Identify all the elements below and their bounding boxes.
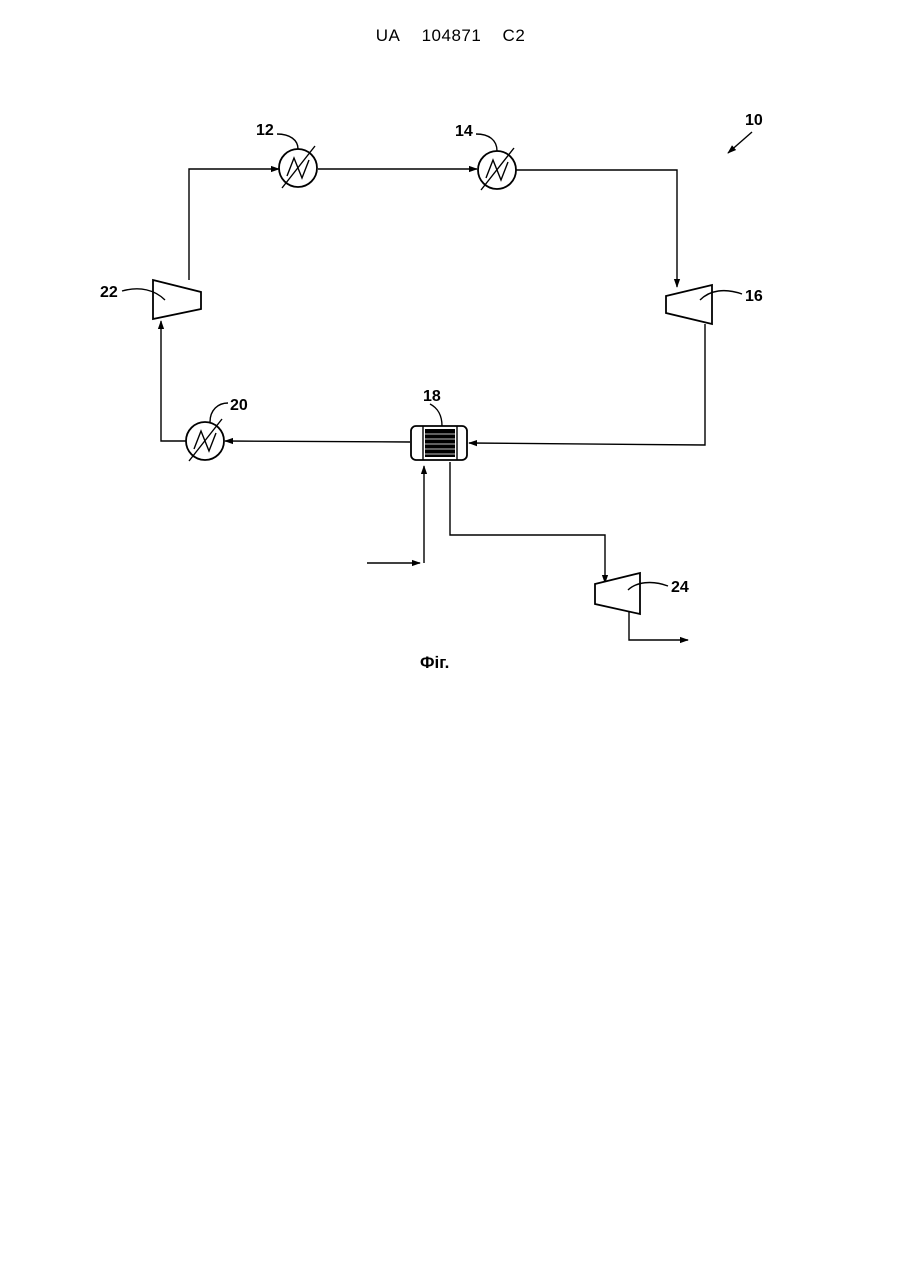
label-20: 20 (230, 397, 248, 414)
label-22: 22 (100, 284, 118, 301)
turbine-24-icon (595, 573, 640, 614)
system-10-pointer (728, 132, 752, 153)
label-16: 16 (745, 288, 763, 305)
heat-exchanger-14-icon (478, 148, 516, 190)
flow-line-18-to-24 (450, 462, 605, 583)
flow-line-18-to-20 (225, 441, 410, 442)
leader-line-18 (430, 404, 442, 426)
flow-line-22-to-12 (189, 169, 279, 280)
heat-exchanger-12-icon (279, 146, 317, 188)
flow-line-16-to-18 (469, 324, 705, 445)
label-10: 10 (745, 112, 763, 129)
compressor-22-icon (153, 280, 201, 319)
label-18: 18 (423, 388, 441, 405)
heat-exchanger-18-icon (411, 426, 467, 460)
label-24: 24 (671, 579, 689, 596)
outlet-line-from-24 (629, 612, 688, 640)
label-12: 12 (256, 122, 274, 139)
label-14: 14 (455, 123, 473, 140)
figure-caption: Фіг. (420, 653, 449, 672)
flow-line-20-to-22 (161, 321, 186, 441)
leader-line-14 (476, 134, 497, 151)
heat-exchanger-20-icon (186, 419, 224, 461)
leader-line-12 (277, 134, 298, 149)
leader-line-20 (210, 403, 228, 422)
turbine-16-icon (666, 285, 712, 324)
flow-line-14-to-16 (516, 170, 677, 287)
